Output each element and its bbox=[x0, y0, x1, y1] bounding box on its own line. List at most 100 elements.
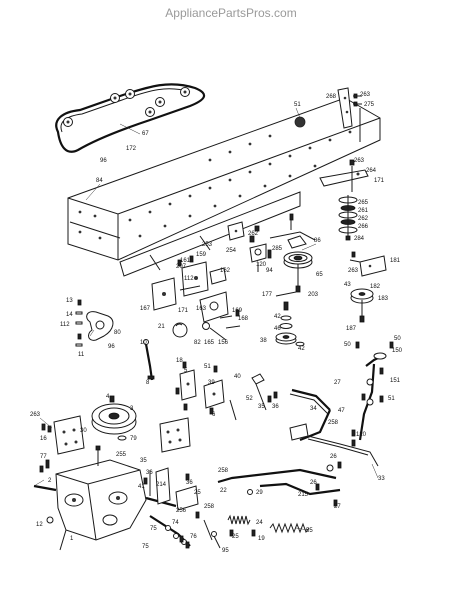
callout-label: 3 bbox=[130, 406, 134, 412]
callout-label: 207 bbox=[176, 264, 187, 270]
callout-label: 35 bbox=[140, 458, 147, 464]
callout-label: 36 bbox=[186, 480, 193, 486]
callout-labels: 51 268 263 275 263 264 171 265 261 262 2… bbox=[30, 92, 403, 554]
callout-label: 169 bbox=[232, 308, 243, 314]
callout-label: 275 bbox=[364, 102, 375, 108]
callout-label: 18 bbox=[176, 358, 183, 364]
callout-label: 27 bbox=[334, 380, 341, 386]
callout-label: 27 bbox=[334, 504, 341, 510]
speed-rod bbox=[217, 468, 341, 507]
callout-label: 50 bbox=[394, 336, 401, 342]
callout-label: 41 bbox=[138, 484, 145, 490]
watermark-text: AppliancePartsPros.com bbox=[165, 6, 296, 20]
callout-label: 253 bbox=[202, 242, 213, 248]
callout-label: 42 bbox=[274, 314, 281, 320]
clutch-stack bbox=[275, 291, 305, 347]
callout-label: 75 bbox=[150, 526, 157, 532]
callout-label: 265 bbox=[358, 200, 369, 206]
callout-label: 258 bbox=[328, 420, 339, 426]
callout-label: 181 bbox=[390, 258, 401, 264]
handle-spring bbox=[251, 373, 278, 411]
callout-label: 5 bbox=[184, 368, 188, 374]
transmission-bracket bbox=[41, 415, 85, 455]
left-clamp-bracket bbox=[75, 299, 114, 347]
frame-holes bbox=[78, 116, 352, 240]
transmission-pulley bbox=[91, 395, 137, 441]
callout-label: 50 bbox=[344, 342, 351, 348]
callout-label: 26 bbox=[310, 480, 317, 486]
callout-label: 167 bbox=[140, 306, 151, 312]
callout-label: 261 bbox=[358, 208, 369, 214]
callout-label: 22 bbox=[220, 488, 227, 494]
callout-label: 35 bbox=[258, 404, 265, 410]
callout-label: 25 bbox=[232, 534, 239, 540]
callout-label: 156 bbox=[218, 340, 229, 346]
callout-label: 263 bbox=[348, 268, 359, 274]
rear-bracket bbox=[159, 403, 191, 453]
callout-label: 77 bbox=[40, 454, 47, 460]
callout-label: 12 bbox=[36, 522, 43, 528]
callout-label: 40 bbox=[234, 374, 241, 380]
callout-label: 36 bbox=[146, 470, 153, 476]
callout-label: 163 bbox=[196, 306, 207, 312]
mid-brackets bbox=[227, 221, 267, 272]
callout-label: 262 bbox=[248, 231, 259, 237]
callout-label: 1 bbox=[70, 536, 74, 542]
callout-label: 51 bbox=[294, 102, 301, 108]
lift-lever bbox=[143, 339, 155, 381]
callout-label: 55 bbox=[306, 528, 313, 534]
callout-label: 34 bbox=[310, 406, 317, 412]
callout-label: 82 bbox=[194, 340, 201, 346]
callout-label: 4 bbox=[106, 394, 110, 400]
callout-label: 254 bbox=[226, 248, 237, 254]
callout-label: 172 bbox=[126, 146, 137, 152]
callout-label: 96 bbox=[108, 344, 115, 350]
callout-label: 38 bbox=[260, 338, 267, 344]
callout-label: 285 bbox=[272, 246, 283, 252]
callout-label: 51 bbox=[388, 396, 395, 402]
left-bracket-assembly bbox=[151, 255, 241, 341]
callout-label: 10 bbox=[140, 340, 147, 346]
callout-label: 262 bbox=[358, 216, 369, 222]
callout-label: 13 bbox=[66, 298, 73, 304]
callout-label: 36 bbox=[272, 404, 279, 410]
callout-label: 168 bbox=[238, 316, 249, 322]
callout-label: 42 bbox=[298, 346, 305, 352]
callout-label: 21 bbox=[158, 324, 165, 330]
callout-label: 25 bbox=[194, 490, 201, 496]
leader-lines bbox=[33, 107, 379, 531]
drive-belt bbox=[55, 83, 206, 153]
callout-label: 80 bbox=[114, 330, 121, 336]
callout-label: 74 bbox=[172, 520, 179, 526]
callout-label: 183 bbox=[378, 296, 389, 302]
brake-rod bbox=[289, 423, 379, 472]
pedal-linkage bbox=[289, 341, 394, 442]
callout-label: 264 bbox=[366, 168, 377, 174]
callout-label: 65 bbox=[316, 272, 323, 278]
callout-label: 171 bbox=[374, 178, 385, 184]
callout-label: 177 bbox=[262, 292, 273, 298]
callout-label: 94 bbox=[266, 268, 273, 274]
callout-label: 159 bbox=[196, 252, 207, 258]
callout-label: 52 bbox=[246, 396, 253, 402]
callout-label: 214 bbox=[156, 482, 167, 488]
callout-label: 258 bbox=[218, 468, 229, 474]
callout-label: 112 bbox=[60, 322, 70, 328]
right-idler-pulley bbox=[350, 288, 374, 323]
callout-label: 2 bbox=[48, 478, 52, 484]
callout-label: 30 bbox=[80, 428, 87, 434]
callout-label: 95 bbox=[222, 548, 229, 554]
callout-label: 47 bbox=[338, 408, 345, 414]
callout-label: 150 bbox=[392, 348, 403, 354]
callout-label: 112 bbox=[184, 276, 194, 282]
transmission bbox=[33, 445, 177, 551]
callout-label: 19 bbox=[258, 536, 265, 542]
callout-label: 11 bbox=[78, 352, 85, 358]
callout-label: 39 bbox=[208, 380, 215, 386]
callout-label: 171 bbox=[178, 308, 189, 314]
callout-label: 29 bbox=[256, 490, 263, 496]
callout-label: 263 bbox=[354, 158, 365, 164]
callout-label: 151 bbox=[390, 378, 401, 384]
callout-label: 187 bbox=[346, 326, 357, 332]
callout-label: 165 bbox=[204, 340, 215, 346]
